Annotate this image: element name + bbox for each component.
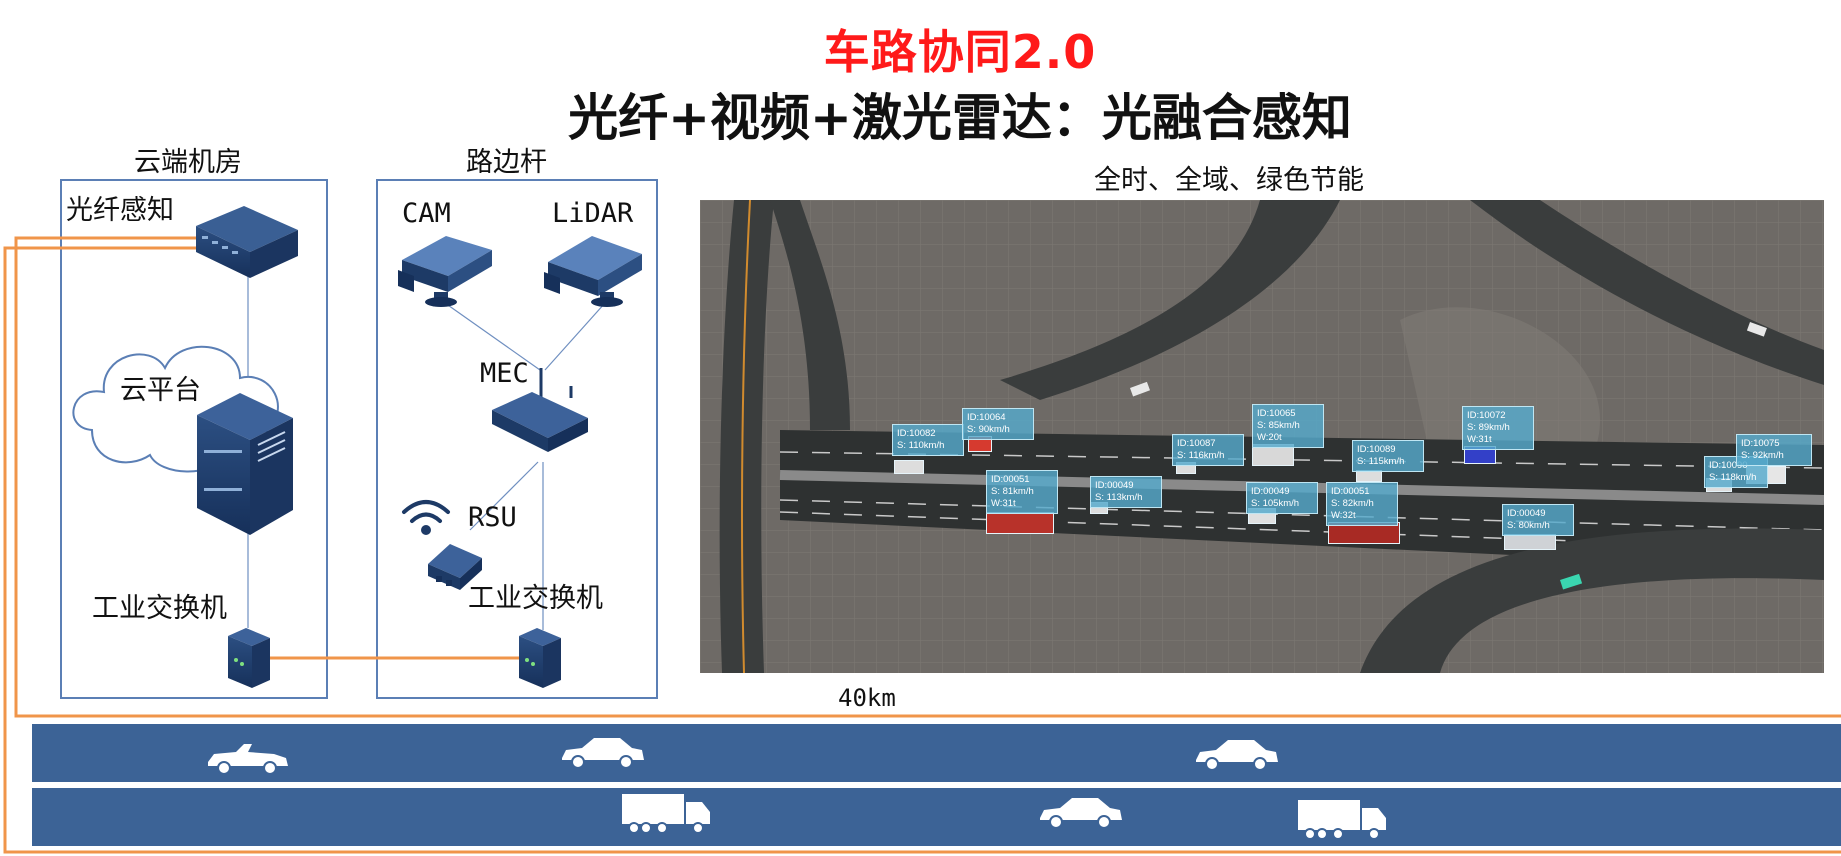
detected-vehicle: [894, 460, 924, 474]
network-links: [247, 270, 606, 630]
mec-router-icon: [492, 368, 588, 452]
highway-road: [32, 724, 1841, 846]
detected-vehicle: [986, 512, 1054, 534]
cloud-room-title: 云端机房: [134, 147, 242, 178]
cloud-server-icon: [197, 393, 293, 535]
cloud-platform-label: 云平台: [120, 375, 201, 406]
industrial-switch-label-pole: 工业交换机: [468, 583, 603, 614]
lidar-icon: [544, 236, 642, 307]
rsu-label: RSU: [468, 502, 517, 533]
scene-caption: 全时、全域、绿色节能: [1094, 165, 1364, 196]
scene-roads: [700, 200, 1824, 673]
cam-label: CAM: [402, 198, 451, 229]
truck-icon: [1298, 800, 1386, 840]
fiber-cable: [3, 236, 1841, 854]
industrial-switch-label-cloud: 工业交换机: [92, 593, 227, 624]
car-icon: [208, 744, 288, 775]
main-title: 车路协同2.0: [823, 25, 1097, 79]
car-icon: [1040, 798, 1122, 829]
truck-icon: [622, 794, 710, 834]
fiber-sensing-device: [196, 206, 298, 278]
industrial-switch-icon-cloud: [228, 628, 270, 688]
rsu-device-icon: [428, 544, 482, 590]
cloud-room-box: [60, 179, 328, 699]
camera-icon: [398, 236, 492, 307]
main-subtitle: 光纤+视频+激光雷达：光融合感知: [568, 89, 1352, 147]
wifi-icon: [402, 500, 450, 535]
detected-vehicle: [1504, 534, 1556, 550]
mec-label: MEC: [480, 358, 529, 389]
distance-label: 40km: [838, 684, 896, 712]
car-icon: [562, 738, 644, 769]
lidar-label: LiDAR: [552, 198, 634, 229]
industrial-switch-icon-pole: [519, 628, 561, 688]
car-icon: [1196, 740, 1278, 771]
roadside-pole-title: 路边杆: [466, 147, 547, 178]
fiber-sensing-label: 光纤感知: [66, 195, 174, 226]
roadside-pole-box: [376, 179, 658, 699]
road-vehicles: [208, 738, 1386, 840]
